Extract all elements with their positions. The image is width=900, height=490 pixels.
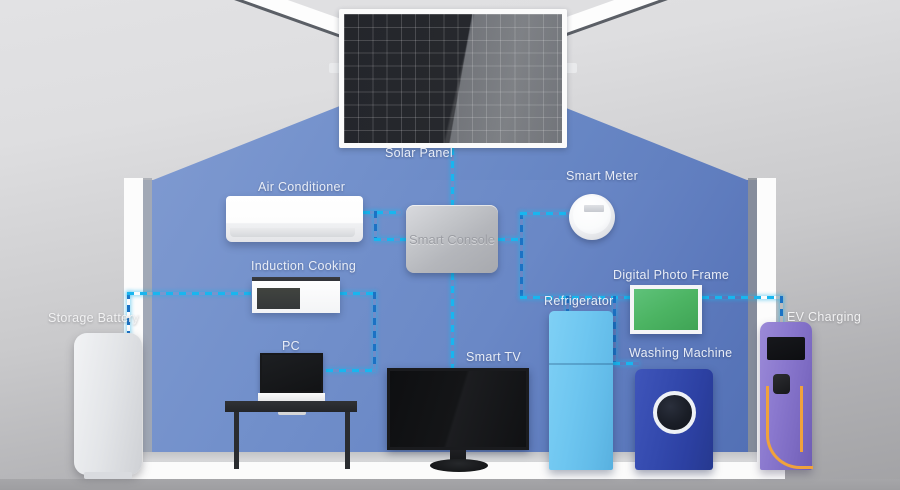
- link-to-ev-charging: [780, 296, 783, 326]
- solar-panel-cells: [344, 14, 562, 143]
- ev-charging-display: [767, 337, 805, 360]
- smart-meter-face: [573, 196, 611, 234]
- label-solar-panel: Solar Panel: [385, 146, 453, 160]
- pc-monitor-chin: [258, 393, 325, 401]
- smart-meter-readout: [584, 205, 604, 212]
- smart-console-label: Smart Console: [409, 231, 495, 247]
- storage-battery[interactable]: [74, 333, 142, 475]
- desk-leg-right: [345, 412, 350, 469]
- link-battery-horizontal: [127, 292, 254, 295]
- solar-panel-mount-left: [329, 63, 343, 73]
- refrigerator-door-split: [549, 363, 613, 365]
- pc-monitor[interactable]: [260, 353, 323, 393]
- label-smart-tv: Smart TV: [466, 350, 521, 364]
- smart-tv[interactable]: [387, 368, 529, 450]
- smart-tv-stand-base: [430, 459, 488, 472]
- wall-left-shadow: [143, 178, 152, 470]
- link-to-refrigerator: [566, 296, 569, 318]
- digital-photo-frame-image: [634, 289, 698, 330]
- ev-charging-cable-return: [800, 386, 803, 452]
- induction-cooking-plate: [257, 288, 300, 309]
- induction-cooking-top: [252, 277, 340, 284]
- label-washing-machine: Washing Machine: [629, 346, 733, 360]
- refrigerator[interactable]: [549, 311, 613, 470]
- link-solar-to-console: [451, 148, 454, 205]
- label-induction-cooking: Induction Cooking: [251, 259, 357, 273]
- smart-console[interactable]: Smart Console: [406, 205, 498, 273]
- link-to-smart-meter: [520, 212, 572, 215]
- link-induction-vertical: [373, 292, 376, 370]
- wall-right-shadow: [748, 178, 757, 470]
- digital-photo-frame[interactable]: [630, 285, 702, 334]
- label-storage-battery: Storage Battery: [48, 311, 140, 325]
- pc-monitor-stand-base: [278, 411, 306, 415]
- air-conditioner-vent: [230, 228, 355, 237]
- label-smart-meter: Smart Meter: [566, 169, 639, 183]
- link-battery-vertical: [127, 292, 130, 336]
- solar-panel-mount-right: [563, 63, 577, 73]
- link-console-to-tv: [451, 273, 454, 368]
- label-air-conditioner: Air Conditioner: [258, 180, 346, 194]
- link-washer-vertical: [613, 296, 616, 363]
- label-pc: PC: [282, 339, 300, 353]
- link-console-right: [498, 238, 522, 241]
- solar-panel[interactable]: [339, 9, 567, 148]
- link-induction-horizontal: [340, 292, 376, 295]
- desk-leg-left: [234, 412, 239, 469]
- label-ev-charging: EV Charging: [787, 310, 862, 324]
- washing-machine-door: [653, 391, 696, 434]
- ev-charging-plug[interactable]: [773, 374, 790, 394]
- label-digital-photo-frame: Digital Photo Frame: [613, 268, 730, 282]
- label-refrigerator: Refrigerator: [544, 294, 614, 308]
- storage-battery-base: [84, 472, 132, 479]
- link-ac-vertical: [374, 211, 377, 239]
- ground-plane: [0, 479, 900, 490]
- link-console-right-vertical: [520, 212, 523, 298]
- link-ac-horizontal: [363, 211, 401, 214]
- link-to-washing-machine: [613, 362, 639, 365]
- link-pc-horizontal: [326, 369, 376, 372]
- ev-charging-cable: [766, 386, 813, 469]
- link-ac-to-console: [374, 238, 408, 241]
- desk-surface: [225, 401, 357, 412]
